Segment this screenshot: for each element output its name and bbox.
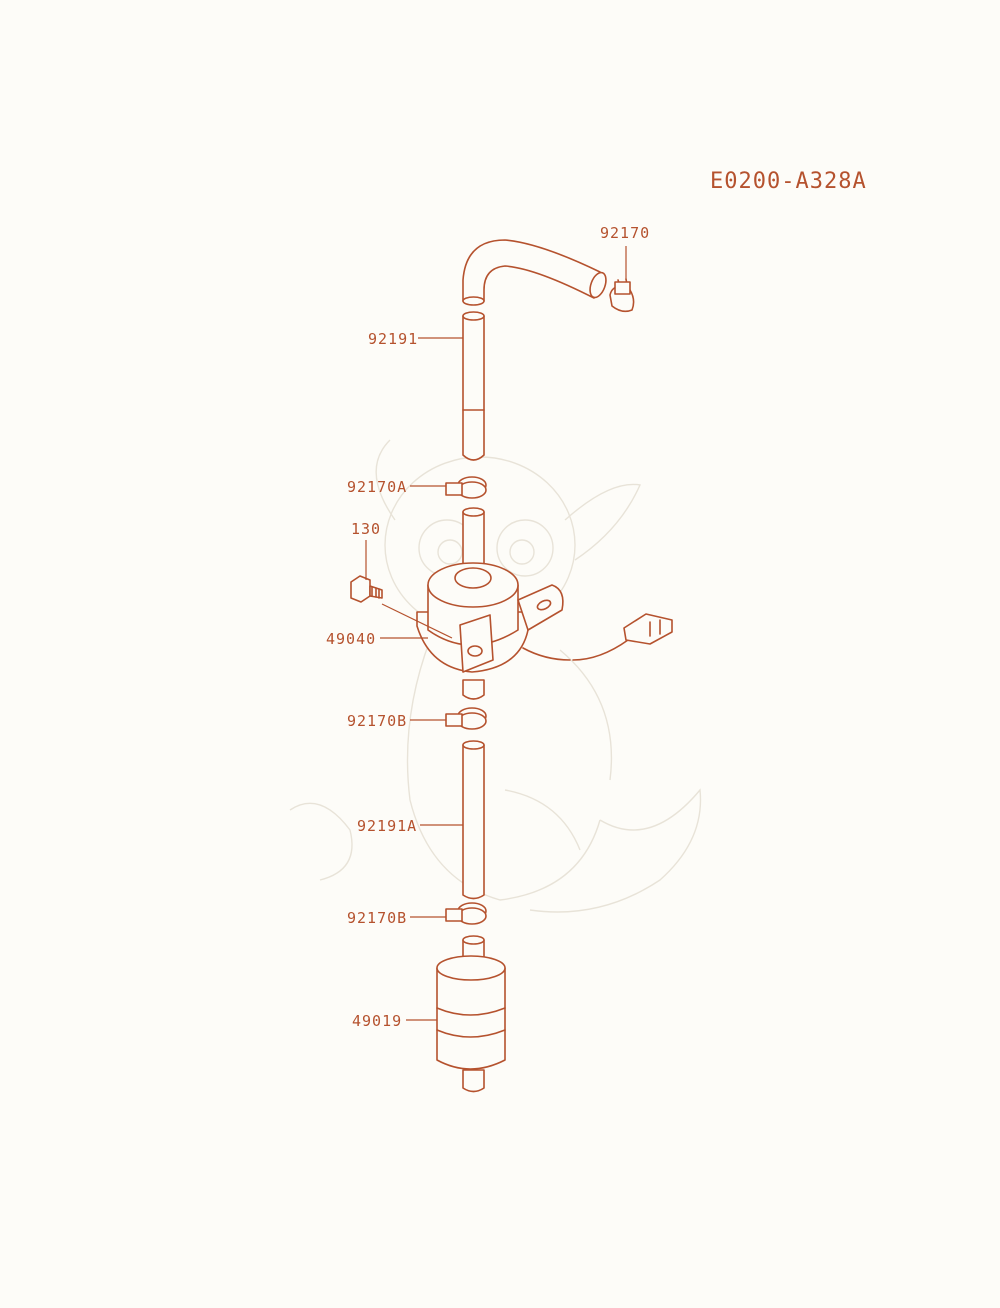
diagram-code: E0200-A328A	[710, 169, 867, 194]
label-92170B-upper: 92170B	[347, 712, 407, 730]
bolt-130	[350, 575, 383, 603]
label-49019: 49019	[352, 1012, 402, 1030]
label-92191A: 92191A	[357, 817, 417, 835]
hose-lower	[462, 740, 485, 900]
label-49040: 49040	[326, 630, 376, 648]
clip-92170	[609, 278, 635, 313]
hose-upper	[462, 239, 607, 461]
label-130: 130	[351, 520, 381, 538]
label-92170: 92170	[600, 224, 650, 242]
fuel-filter	[436, 935, 506, 1093]
leader-lines	[365, 246, 627, 1021]
label-92191: 92191	[368, 330, 418, 348]
clip-92170B-upper	[445, 707, 487, 730]
label-92170B-lower: 92170B	[347, 909, 407, 927]
watermark-figure	[289, 439, 702, 913]
clip-92170A	[445, 476, 487, 499]
clip-92170B-lower	[445, 902, 487, 925]
label-92170A: 92170A	[347, 478, 407, 496]
fuel-pump	[416, 507, 673, 700]
